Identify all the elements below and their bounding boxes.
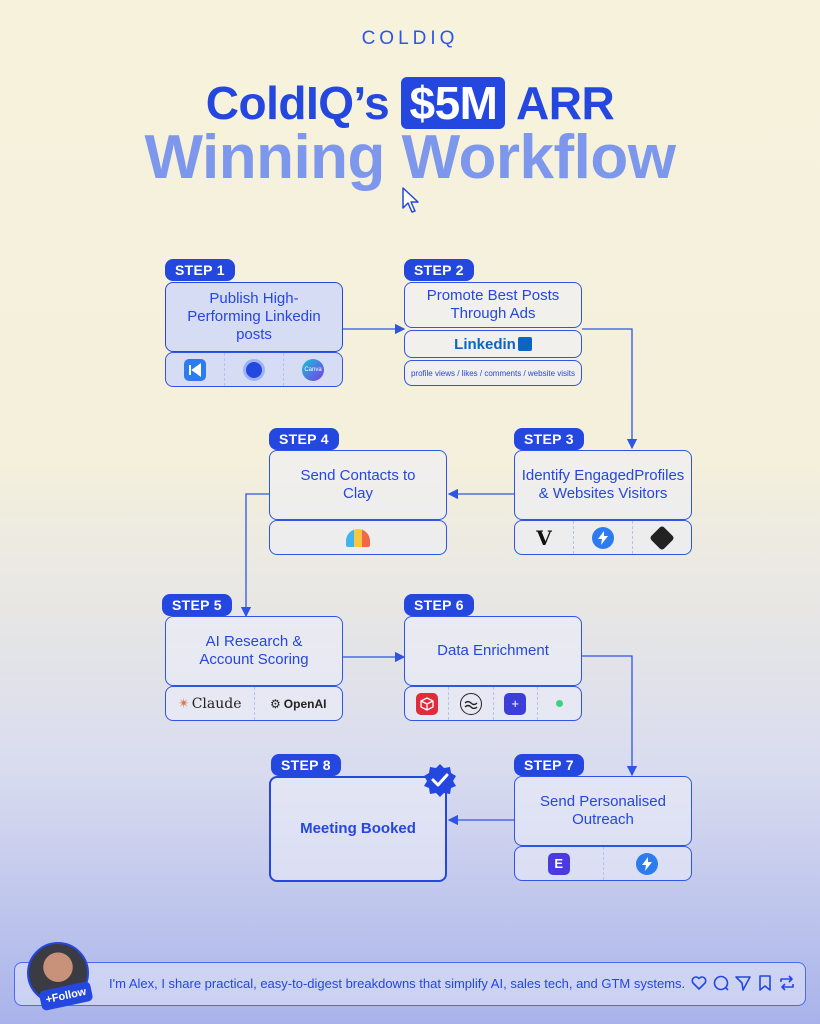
title-part-3: ARR bbox=[505, 77, 615, 129]
openai-logo: ⚙OpenAI bbox=[253, 687, 343, 720]
step-4-title: Send Contacts to Clay bbox=[300, 467, 416, 502]
step-6-tag: STEP 6 bbox=[404, 594, 474, 616]
comment-icon[interactable] bbox=[712, 974, 730, 992]
footer-text: I'm Alex, I share practical, easy-to-dig… bbox=[109, 976, 686, 991]
footer-bar bbox=[14, 962, 806, 1006]
replay-icon bbox=[184, 358, 206, 381]
step-1-tools: Canva bbox=[165, 352, 343, 387]
bookmark-icon[interactable] bbox=[756, 974, 774, 992]
step-2-title: Promote Best Posts Through Ads bbox=[426, 287, 560, 322]
linkedin-label: Linkedin bbox=[454, 335, 516, 353]
step-5-title: AI Research & Account Scoring bbox=[199, 633, 309, 668]
step-6-title: Data Enrichment bbox=[437, 642, 549, 659]
step-5-tag: STEP 5 bbox=[162, 594, 232, 616]
brand-logo: COLDIQ bbox=[361, 28, 459, 49]
step-4-tag: STEP 4 bbox=[269, 428, 339, 450]
claude-logo: ✴Claude bbox=[177, 695, 242, 712]
title-part-1: ColdIQ’s bbox=[205, 77, 402, 129]
step-3-tools: V bbox=[514, 520, 692, 555]
step-6-box: Data Enrichment bbox=[404, 616, 582, 686]
step-1-tag: STEP 1 bbox=[165, 259, 235, 281]
step-7-box: Send Personalised Outreach bbox=[514, 776, 692, 846]
diamond-logo bbox=[649, 524, 675, 551]
step-8-tag: STEP 8 bbox=[271, 754, 341, 776]
bolt-icon bbox=[636, 852, 659, 875]
openai-label: OpenAI bbox=[283, 696, 327, 711]
step-7-tools: E bbox=[514, 846, 692, 881]
circle-app-icon bbox=[243, 358, 265, 381]
footer-icons bbox=[690, 974, 796, 992]
cube-icon bbox=[415, 692, 438, 715]
v-logo: V bbox=[515, 521, 573, 554]
step-1-title: Publish High-Performing Linkedin posts bbox=[187, 290, 321, 343]
wave-icon bbox=[459, 692, 482, 715]
clay-logo bbox=[346, 528, 370, 547]
linkedin-logo: Linkedin bbox=[405, 331, 581, 357]
title-line-2: Winning Workflow bbox=[144, 123, 677, 192]
verified-check-icon bbox=[424, 764, 456, 797]
send-icon[interactable] bbox=[734, 974, 752, 992]
title-highlight: $5M bbox=[401, 77, 506, 129]
claude-label: Claude bbox=[191, 695, 242, 712]
plus-icon: + bbox=[504, 692, 527, 715]
step-4-tools bbox=[269, 520, 447, 555]
cursor-icon bbox=[402, 187, 419, 213]
step-2-tools: Linkedin bbox=[404, 330, 582, 358]
lemlist-icon: E bbox=[547, 852, 570, 875]
bolt-icon bbox=[592, 526, 614, 549]
step-3-tag: STEP 3 bbox=[514, 428, 584, 450]
step-3-title: Identify EngagedProfiles & Websites Visi… bbox=[521, 467, 685, 502]
step-7-tag: STEP 7 bbox=[514, 754, 584, 776]
step-8-title: Meeting Booked bbox=[300, 820, 416, 837]
title-line-1: ColdIQ’s $5M ARR bbox=[0, 76, 820, 130]
canva-label: Canva bbox=[304, 366, 322, 373]
v-label: V bbox=[536, 525, 552, 550]
step-1-box: Publish High-Performing Linkedin posts bbox=[165, 282, 343, 352]
canva-icon: Canva bbox=[302, 358, 324, 381]
heart-icon[interactable] bbox=[690, 974, 708, 992]
step-8-box: Meeting Booked bbox=[269, 776, 447, 882]
step-7-title: Send Personalised Outreach bbox=[540, 793, 666, 828]
dot-icon bbox=[555, 700, 563, 707]
repost-icon[interactable] bbox=[778, 974, 796, 992]
step-3-box: Identify EngagedProfiles & Websites Visi… bbox=[514, 450, 692, 520]
step-6-tools: + bbox=[404, 686, 582, 721]
step-2-note: profile views / likes / comments / websi… bbox=[404, 360, 582, 386]
step-2-tag: STEP 2 bbox=[404, 259, 474, 281]
step-5-box: AI Research & Account Scoring bbox=[165, 616, 343, 686]
step-2-box: Promote Best Posts Through Ads bbox=[404, 282, 582, 328]
step-4-box: Send Contacts to Clay bbox=[269, 450, 447, 520]
step-5-tools: ✴Claude ⚙OpenAI bbox=[165, 686, 343, 721]
